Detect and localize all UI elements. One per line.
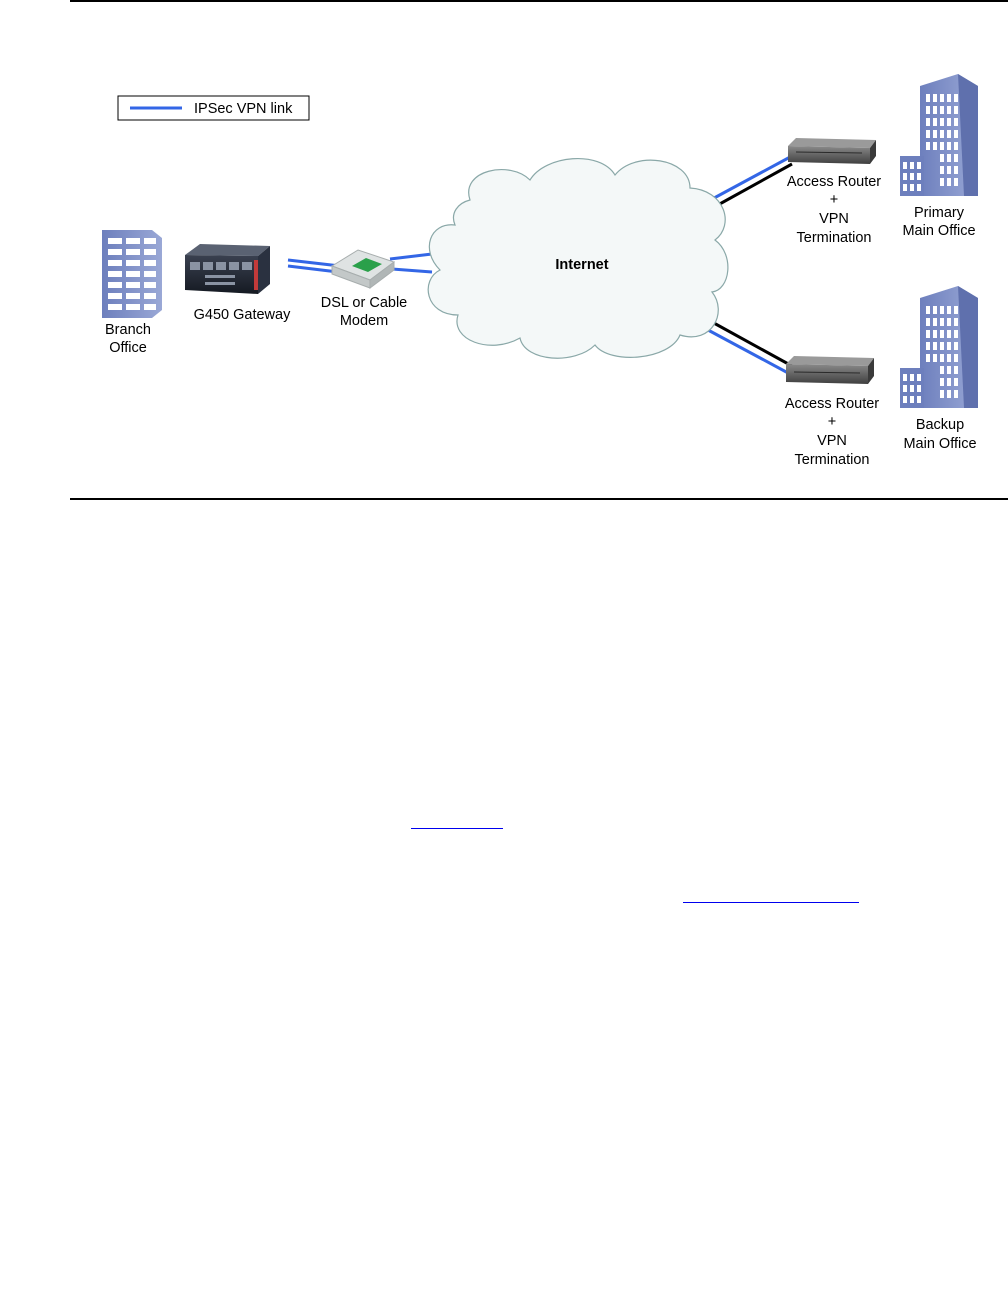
backup-router-label-line1: Access Router (785, 396, 879, 412)
hyperlink-underline[interactable] (411, 828, 503, 829)
primary-router-label-line1: Access Router (787, 174, 881, 190)
backup-office-label-line2: Main Office (903, 436, 976, 452)
legend-label: IPSec VPN link (194, 101, 293, 117)
backup-router-label-line3: VPN (817, 433, 847, 449)
vpn-link-modem-internet-2 (391, 267, 433, 274)
legend: IPSec VPN link (117, 95, 310, 121)
vpn-link-gw-modem-2 (287, 264, 339, 274)
router-icon (788, 138, 876, 164)
vpn-link-backup (707, 328, 791, 376)
primary-router-label-line4: Termination (797, 230, 872, 246)
vpn-link-primary (702, 154, 793, 206)
gateway-icon (185, 244, 270, 294)
vpn-link-modem-internet-1 (389, 252, 433, 261)
modem-label-line1: DSL or Cable (321, 295, 408, 311)
cloud-icon (427, 157, 729, 359)
internet-label: Internet (555, 257, 608, 273)
wan-link-backup (711, 320, 793, 368)
building-icon (900, 74, 978, 196)
router-icon (786, 356, 874, 384)
backup-router-label-line2: + (828, 414, 836, 430)
backup-router-label-line4: Termination (795, 452, 870, 468)
primary-office-label-line1: Primary (914, 205, 965, 221)
branch-office-label-line1: Branch (105, 322, 151, 338)
primary-router-label-line3: VPN (819, 211, 849, 227)
links (287, 154, 793, 376)
primary-router-label-line2: + (830, 192, 838, 208)
top-rule (70, 0, 1008, 2)
gateway-label: G450 Gateway (194, 307, 291, 323)
bottom-rule (70, 498, 1008, 500)
vpn-link-gw-modem-1 (287, 258, 341, 268)
hyperlink-underline[interactable] (683, 902, 859, 903)
vpn-network-diagram: IPSec VPN link Internet Branch O (102, 74, 978, 468)
backup-office-label-line1: Backup (916, 417, 964, 433)
branch-office-label-line2: Office (109, 340, 147, 356)
primary-office-label-line2: Main Office (902, 223, 975, 239)
modem-label-line2: Modem (340, 313, 388, 329)
modem-icon (330, 249, 396, 289)
building-icon (900, 286, 978, 408)
building-icon (102, 230, 162, 318)
wan-link-primary (706, 162, 793, 213)
